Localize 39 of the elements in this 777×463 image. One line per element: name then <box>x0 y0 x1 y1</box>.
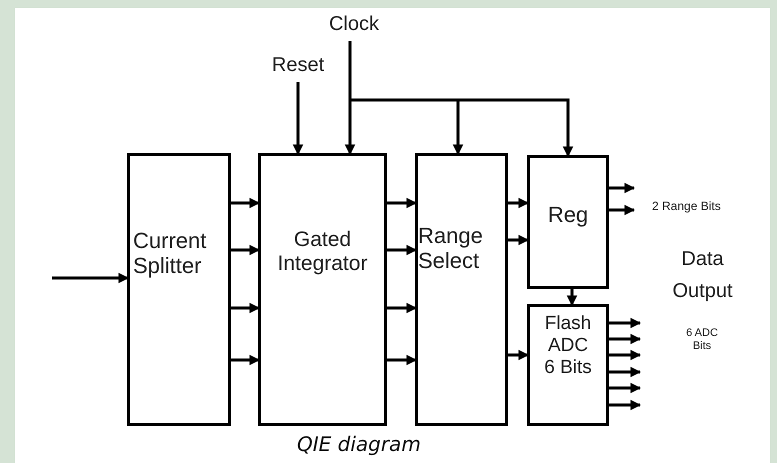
process-box <box>527 304 609 426</box>
arrow <box>566 288 578 306</box>
arrow <box>608 204 636 216</box>
arrow <box>507 350 530 360</box>
arrow <box>386 198 418 208</box>
arrow <box>386 244 418 256</box>
arrow <box>230 244 260 256</box>
output-label: Data Output <box>671 247 734 304</box>
arrow <box>386 354 418 366</box>
process-box <box>258 153 387 426</box>
block-label: Range Select <box>418 223 484 274</box>
signal-label: Clock <box>328 13 380 36</box>
block-label: Gated Integrator <box>276 228 368 276</box>
arrow <box>608 350 642 360</box>
block-label: Flash ADC 6 Bits <box>543 313 593 379</box>
arrow <box>608 366 642 378</box>
arrow <box>230 354 260 366</box>
arrow <box>608 382 642 394</box>
output-label: 2 Range Bits <box>652 200 722 214</box>
arrow <box>507 234 530 246</box>
block-label: Current Splitter <box>133 228 208 279</box>
output-label: 6 ADC Bits <box>686 327 718 352</box>
arrow <box>292 82 304 156</box>
arrow <box>608 400 642 410</box>
arrow <box>386 302 418 314</box>
block-label: Reg <box>546 202 590 228</box>
process-box <box>127 153 231 426</box>
signal-label: Reset <box>270 54 326 77</box>
caption: QIE diagram <box>297 432 421 456</box>
arrow <box>608 182 636 194</box>
arrow <box>348 41 574 158</box>
arrow <box>230 302 260 314</box>
arrow <box>608 334 642 344</box>
arrow <box>507 198 530 208</box>
process-box <box>415 153 508 426</box>
arrow <box>608 318 642 328</box>
arrow <box>52 272 130 284</box>
arrow <box>230 198 260 208</box>
process-box <box>527 155 609 289</box>
